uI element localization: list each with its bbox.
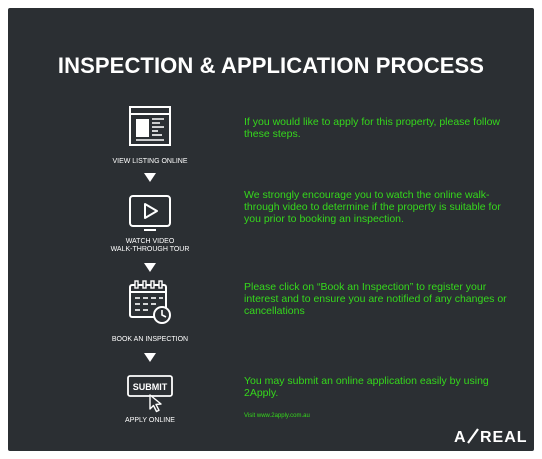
down-arrow-icon: [144, 263, 156, 272]
step-label-watch-video-line2: WALK-THROUGH TOUR: [110, 246, 190, 253]
step-label-watch-video-line1: WATCH VIDEO: [125, 238, 175, 245]
step-label-apply-online: APPLY ONLINE: [125, 417, 175, 424]
submit-button-icon: SUBMIT: [126, 371, 174, 419]
logo-letter-a: A: [454, 429, 466, 446]
calendar-clock-icon: [126, 278, 174, 326]
visit-2apply-link[interactable]: Visit www.2apply.com.au: [244, 413, 310, 419]
process-panel: INSPECTION & APPLICATION PROCESS VIEW LI…: [8, 8, 534, 451]
step-label-view-listing: VIEW LISTING ONLINE: [112, 158, 188, 165]
listing-document-icon: [126, 104, 174, 152]
down-arrow-icon: [144, 353, 156, 362]
step-text-apply-online: You may submit an online application eas…: [244, 375, 489, 399]
logo-word-real: REAL: [480, 429, 528, 446]
step-text-watch-video: We strongly encourage you to watch the o…: [244, 189, 501, 225]
step-text-book-inspection: Please click on “Book an Inspection” to …: [244, 281, 507, 317]
submit-button-text: SUBMIT: [133, 382, 168, 392]
page-title: INSPECTION & APPLICATION PROCESS: [57, 53, 485, 78]
down-arrow-icon: [144, 173, 156, 182]
video-play-icon: [126, 191, 174, 239]
step-label-book-inspection: BOOK AN INSPECTION: [111, 336, 189, 343]
areal-logo: A REAL: [454, 426, 534, 446]
step-text-view-listing: If you would like to apply for this prop…: [244, 116, 501, 140]
